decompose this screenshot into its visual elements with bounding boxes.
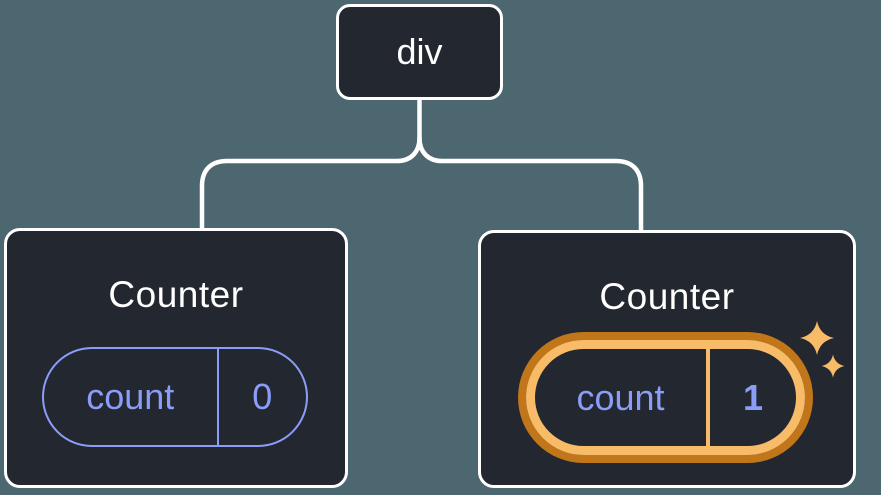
component-title-right: Counter xyxy=(599,276,735,317)
sparkle-small-icon xyxy=(821,354,845,378)
state-value-label: 0 xyxy=(252,376,273,417)
state-key-label: count xyxy=(86,376,175,417)
state-key-cell: count xyxy=(535,349,710,446)
state-key-cell: count xyxy=(44,349,219,445)
counter-card-right: Counter count 1 xyxy=(478,230,856,488)
root-node-label: div xyxy=(396,31,443,72)
connector-right-branch xyxy=(417,135,644,235)
state-key-label: count xyxy=(576,376,665,418)
connector-left-branch xyxy=(199,95,422,233)
state-pill-right-highlighted: count 1 xyxy=(526,340,805,455)
root-node-div: div xyxy=(336,4,503,100)
state-value-label: 1 xyxy=(742,376,764,418)
state-value-cell: 0 xyxy=(219,349,307,445)
state-pill-left: count 0 xyxy=(42,347,308,447)
component-title-left: Counter xyxy=(108,274,244,315)
state-value-cell: 1 xyxy=(710,349,796,446)
counter-card-left: Counter count 0 xyxy=(4,228,348,488)
sparkle-large-icon xyxy=(800,321,834,355)
